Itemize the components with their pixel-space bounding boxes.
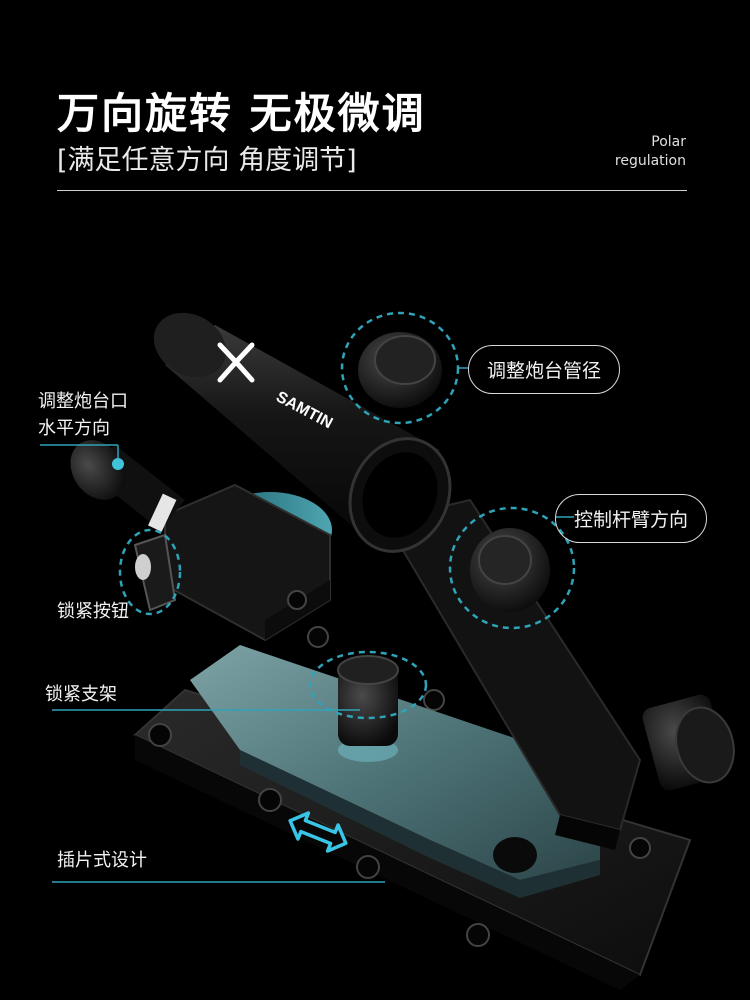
callout-ring-lock-button	[118, 528, 182, 616]
callout-muzzle-line1: 调整炮台口	[38, 391, 128, 412]
callout-lock-bracket: 锁紧支架	[45, 684, 117, 705]
swap-arrow-icon	[288, 811, 348, 853]
muzzle-knob	[70, 440, 185, 532]
swivel-block	[164, 483, 332, 642]
brand-logo-icon	[217, 342, 255, 383]
callout-muzzle-line2: 水平方向	[38, 418, 110, 439]
polar-regulation-tag: Polar regulation	[615, 133, 686, 171]
page-title: 万向旋转 无极微调	[57, 89, 426, 138]
polar-tag-line1: Polar	[651, 134, 686, 150]
arm-direction-knob	[470, 528, 550, 612]
callout-lock-button: 锁紧按钮	[57, 601, 129, 622]
polar-tag-line2: regulation	[614, 153, 686, 169]
callout-plug-design: 插片式设计	[57, 850, 147, 871]
header-divider	[57, 190, 687, 191]
callout-ring-lock-bracket	[308, 650, 428, 720]
tube-diameter-knob	[358, 332, 442, 408]
muzzle-marker-dot	[112, 458, 124, 470]
callout-tube-diameter: 调整炮台管径	[468, 345, 621, 394]
insert-plate	[190, 645, 600, 898]
callout-arm-direction: 控制杆臂方向	[555, 494, 708, 543]
callout-muzzle: 调整炮台口 水平方向	[38, 388, 128, 442]
lock-button	[133, 533, 177, 612]
page-subtitle: [满足任意方向 角度调节]	[57, 145, 357, 176]
support-arm	[383, 498, 735, 850]
turret-tube: SAMTIN	[153, 312, 452, 553]
callout-ring-arm-direction	[448, 506, 576, 630]
lock-bracket-knob	[337, 655, 399, 762]
